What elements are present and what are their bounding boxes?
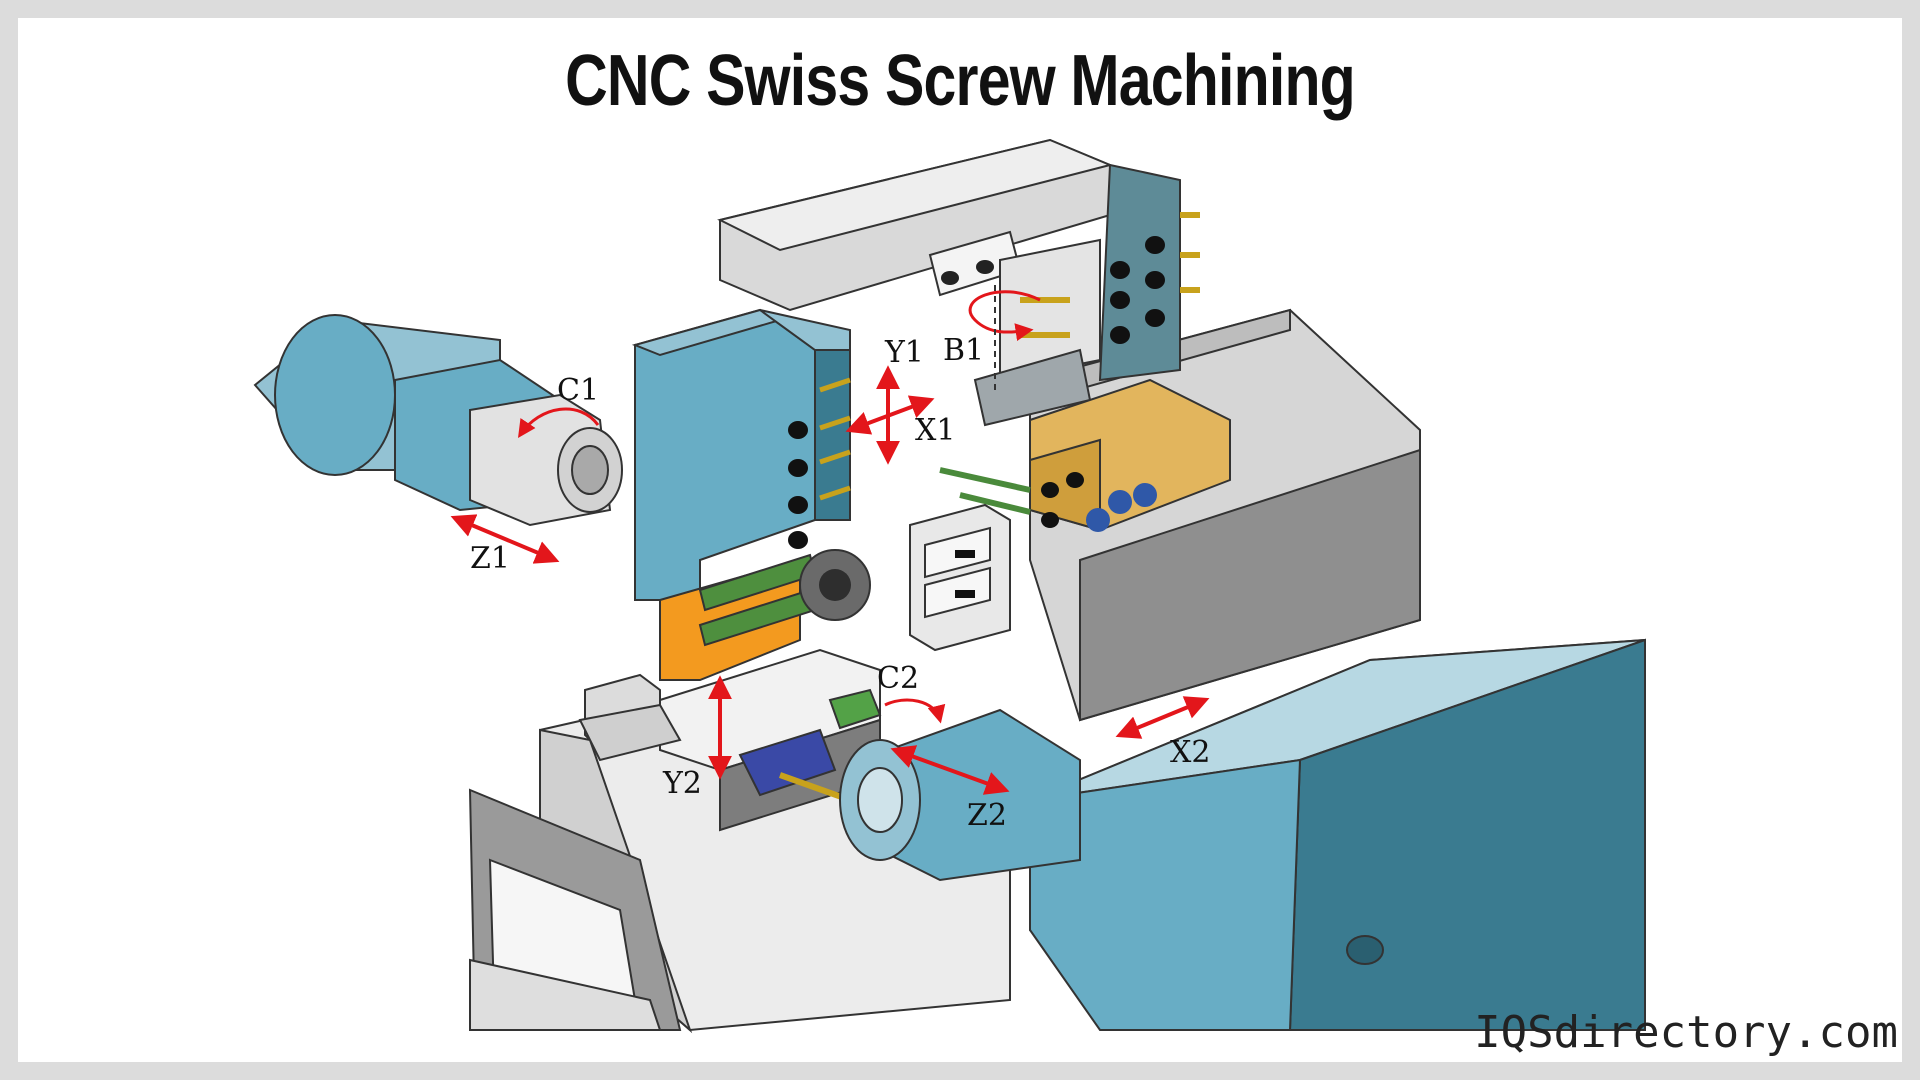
axis-label-c1: C1 bbox=[557, 373, 599, 408]
top-beam bbox=[717, 138, 1181, 382]
axis-label-x1: X1 bbox=[915, 413, 955, 448]
gold-tool-block bbox=[939, 378, 1231, 532]
axis-label-b1: B1 bbox=[943, 333, 984, 368]
brand-watermark: IQSdirectory.com bbox=[1474, 1007, 1898, 1058]
axis-label-y1: Y1 bbox=[884, 335, 924, 370]
axis-label-z2: Z2 bbox=[967, 798, 1007, 833]
gang-tool-slide bbox=[659, 549, 871, 681]
blue-tool-column bbox=[631, 308, 851, 601]
axis-label-x2: X2 bbox=[1170, 735, 1210, 770]
axis-arrows bbox=[450, 285, 1210, 795]
main-spindle bbox=[253, 314, 623, 527]
side-tool-holder bbox=[909, 503, 1011, 652]
axis-label-y2: Y2 bbox=[662, 766, 702, 801]
lower-tool-block bbox=[578, 648, 882, 832]
b1-tool-block bbox=[973, 212, 1200, 427]
axis-label-z1: Z1 bbox=[470, 541, 510, 576]
page-title: CNC Swiss Screw Machining bbox=[565, 41, 1356, 121]
axis-label-c2: C2 bbox=[877, 661, 919, 696]
